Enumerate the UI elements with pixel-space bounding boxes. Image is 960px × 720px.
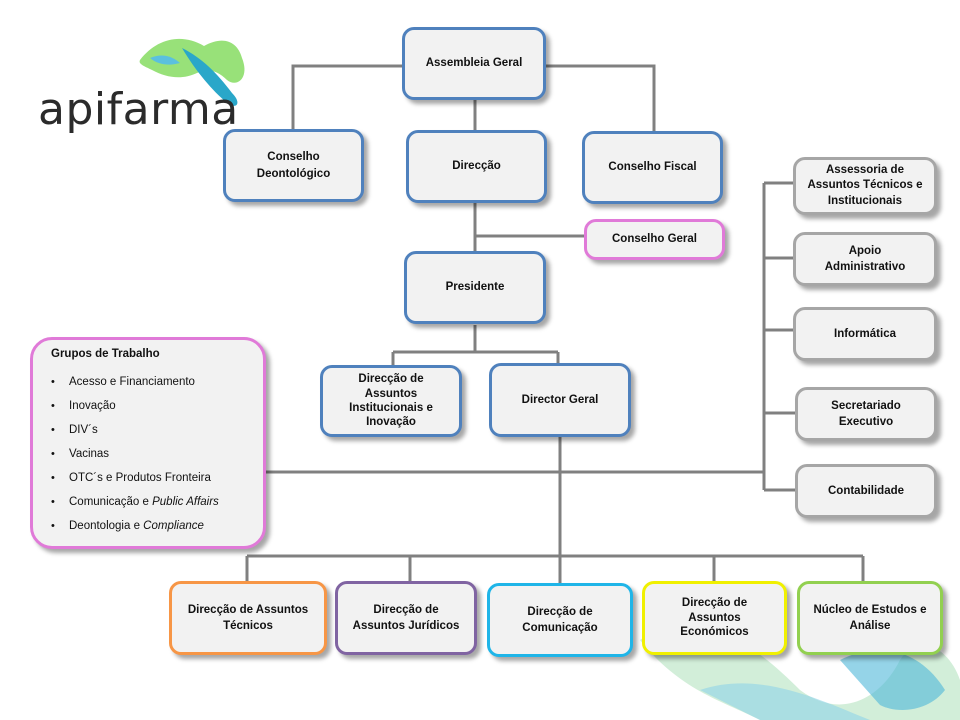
wg-item-text: OTC´s e Produtos Fronteira <box>69 472 211 484</box>
conselho-geral-box: Conselho Geral <box>584 219 725 260</box>
dc-label-2: Comunicação <box>522 622 598 634</box>
informatica-label: Informática <box>834 327 896 340</box>
grupos-de-trabalho-title: Grupos de Trabalho <box>51 348 160 360</box>
wg-item-text: Inovação <box>69 400 116 412</box>
secretariado-label-2: Executivo <box>838 416 894 428</box>
apoio-label-2: Administrativo <box>824 261 906 273</box>
direccao-assuntos-tecnicos-box: Direcção de Assuntos Técnicos <box>169 581 327 655</box>
conselho-deontologico-label-2: Deontológico <box>256 167 331 180</box>
direccao-assuntos-economicos-box: Direcção de Assuntos Económicos <box>642 581 787 655</box>
nea-label-2: Análise <box>849 620 891 632</box>
director-geral-box: Director Geral <box>489 363 631 437</box>
wg-item-text: Comunicação e <box>69 496 153 508</box>
wg-item-italic: Public Affairs <box>152 496 219 508</box>
list-item: Comunicação e Public Affairs <box>51 494 253 518</box>
wg-item-text: Deontologia e <box>69 520 144 532</box>
contabilidade-label: Contabilidade <box>827 484 905 497</box>
presidente-box: Presidente <box>404 251 546 324</box>
wg-item-text: Vacinas <box>69 448 110 460</box>
wg-item-italic: Compliance <box>143 520 204 532</box>
assessoria-label-1: Assessoria de <box>825 163 904 176</box>
dai-label-3: Institucionais e <box>349 402 433 414</box>
apoio-label-1: Apoio <box>848 244 882 257</box>
list-item: Vacinas <box>51 446 253 470</box>
conselho-geral-label: Conselho Geral <box>612 233 697 246</box>
apoio-administrativo-box: Apoio Administrativo <box>793 232 937 286</box>
daj-label-2: Assuntos Jurídicos <box>352 620 460 632</box>
presidente-label: Presidente <box>445 281 505 294</box>
dae-label-1: Direcção de <box>681 596 748 609</box>
list-item: Inovação <box>51 398 253 422</box>
assembleia-geral-label: Assembleia Geral <box>425 57 523 70</box>
grupos-de-trabalho-box: Grupos de Trabalho Acesso e Financiament… <box>30 337 266 549</box>
wg-item-text: DIV´s <box>69 424 98 436</box>
secretariado-label-1: Secretariado <box>831 399 901 412</box>
dc-label-1: Direcção de <box>527 605 593 618</box>
assembleia-geral-box: Assembleia Geral <box>402 27 546 100</box>
logo-text: apifarma <box>38 84 239 135</box>
nucleo-estudos-box: Núcleo de Estudos e Análise <box>797 581 943 655</box>
dai-label-2: Assuntos <box>364 387 418 400</box>
apifarma-logo: apifarma <box>32 18 262 138</box>
director-geral-label: Director Geral <box>521 393 599 406</box>
wg-item-text: Acesso e Financiamento <box>69 376 195 388</box>
secretariado-executivo-box: Secretariado Executivo <box>795 387 937 441</box>
direccao-label: Direcção <box>452 160 501 173</box>
dae-label-2: Assuntos <box>688 611 741 624</box>
assessoria-box: Assessoria de Assuntos Técnicos e Instit… <box>793 157 937 215</box>
list-item: OTC´s e Produtos Fronteira <box>51 470 253 494</box>
grupos-de-trabalho-list: Acesso e Financiamento Inovação DIV´s Va… <box>51 374 253 542</box>
direccao-comunicacao-box: Direcção de Comunicação <box>487 583 633 657</box>
dae-label-3: Económicos <box>680 626 749 639</box>
direccao-assuntos-institucionais-box: Direcção de Assuntos Institucionais e In… <box>320 365 462 437</box>
list-item: DIV´s <box>51 422 253 446</box>
dat-label-2: Técnicos <box>223 620 273 632</box>
conselho-fiscal-label: Conselho Fiscal <box>608 161 697 174</box>
nea-label-1: Núcleo de Estudos e <box>813 603 927 616</box>
contabilidade-box: Contabilidade <box>795 464 937 518</box>
conselho-deontologico-box: Conselho Deontológico <box>223 129 364 202</box>
daj-label-1: Direcção de <box>373 603 439 616</box>
list-item: Deontologia e Compliance <box>51 518 253 542</box>
dai-label-1: Direcção de <box>358 373 424 386</box>
assessoria-label-2: Assuntos Técnicos e <box>807 179 923 192</box>
conselho-fiscal-box: Conselho Fiscal <box>582 131 723 204</box>
dai-label-4: Inovação <box>366 416 416 429</box>
conselho-deontologico-label-1: Conselho <box>267 151 320 164</box>
logo-swirl-icon <box>139 38 245 106</box>
assessoria-label-3: Institucionais <box>827 194 903 207</box>
list-item: Acesso e Financiamento <box>51 374 253 398</box>
dat-label-1: Direcção de Assuntos <box>187 603 309 616</box>
direccao-assuntos-juridicos-box: Direcção de Assuntos Jurídicos <box>335 581 477 655</box>
informatica-box: Informática <box>793 307 937 361</box>
direccao-box: Direcção <box>406 130 547 203</box>
